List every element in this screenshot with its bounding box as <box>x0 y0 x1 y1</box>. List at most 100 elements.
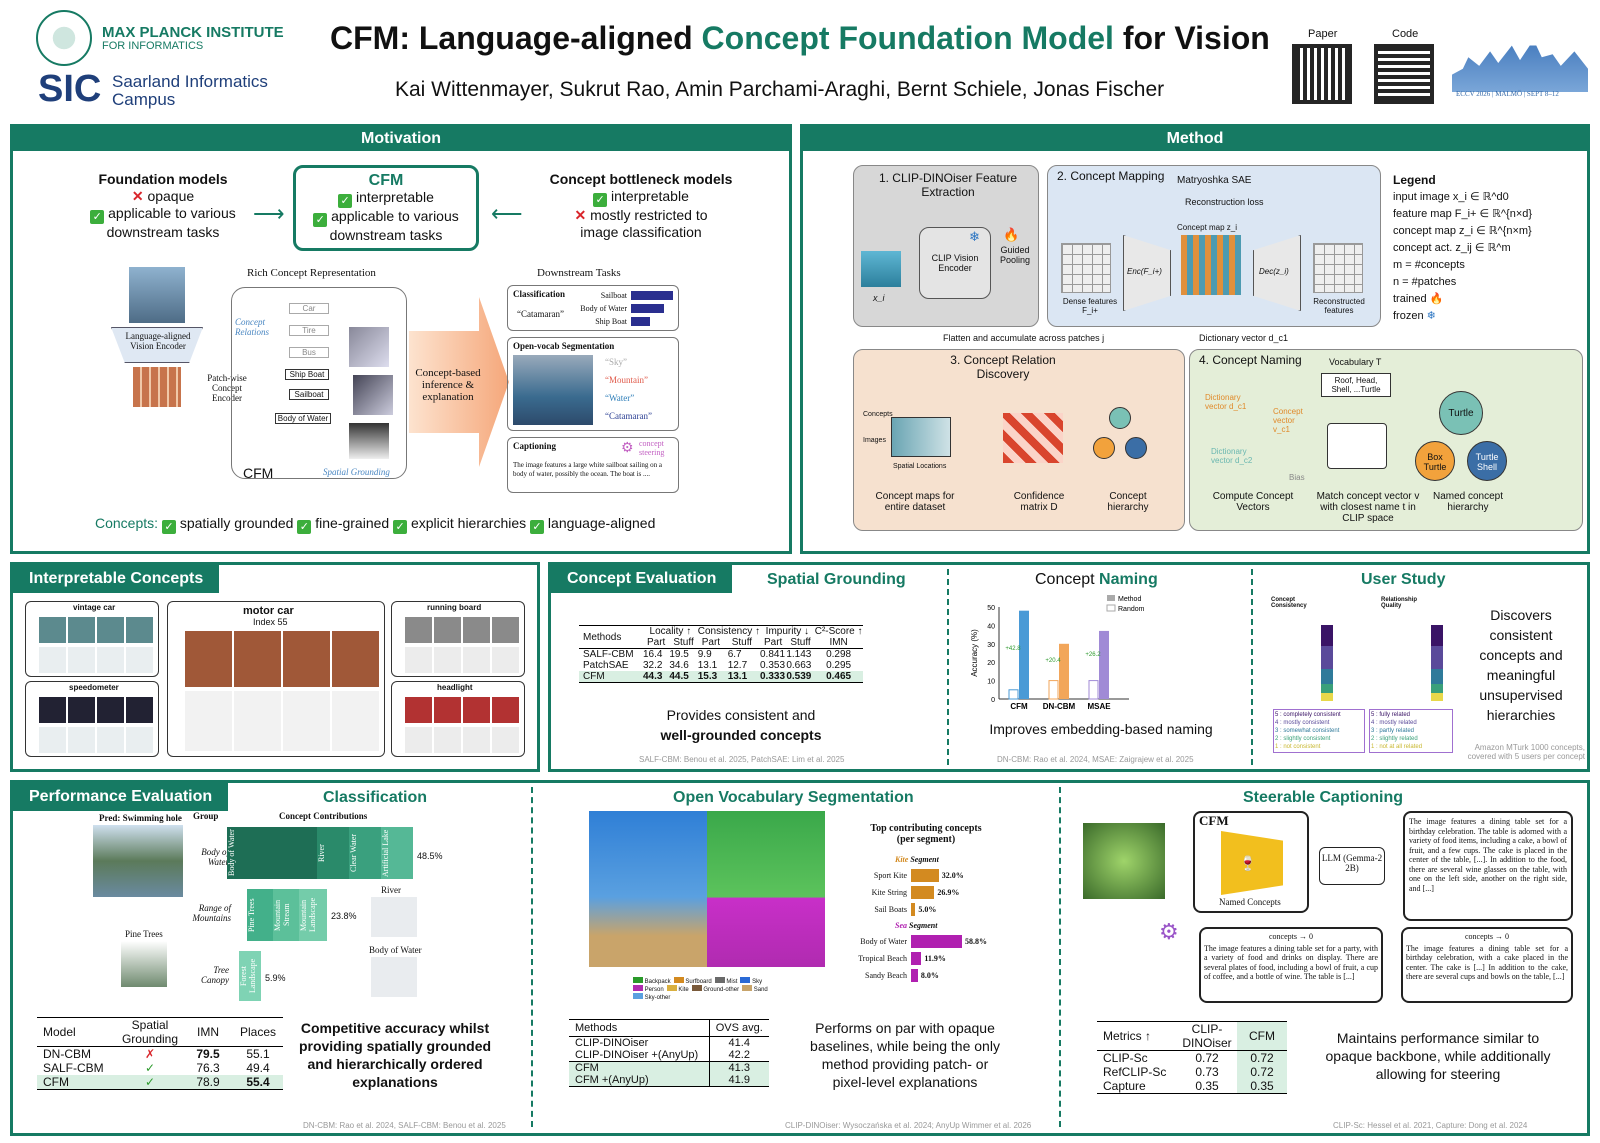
stack-segment <box>1431 669 1443 685</box>
cell: 0.295 <box>826 660 852 671</box>
river-label: River <box>381 885 401 895</box>
cell: 42.2 <box>728 1049 750 1061</box>
code-qr-icon[interactable] <box>1374 44 1434 104</box>
vc-acts <box>39 647 155 673</box>
leg: 4 : mostly related <box>1371 720 1417 726</box>
cfm-applicable: ✓ applicable to various <box>296 208 476 227</box>
sg-head-row: Methods Locality ↑ Consistency ↑ Impurit… <box>579 626 863 643</box>
cbm-block: Concept bottleneck models ✓ interpretabl… <box>531 171 751 241</box>
th-imp: Impurity ↓ <box>765 626 810 637</box>
mc-card <box>167 601 385 757</box>
steer-gear-icon[interactable]: ⚙ <box>621 439 634 455</box>
leg: 5 : fully related <box>1371 712 1411 718</box>
y-tick-label: 0 <box>991 697 995 704</box>
cell: 0.353 <box>759 660 786 671</box>
seg-fl: Forest Landscape <box>239 951 261 1001</box>
cell: 78.9 <box>196 1075 220 1089</box>
cell: 79.5 <box>196 1047 220 1061</box>
rich-box <box>231 287 407 479</box>
cell: 0.333 <box>759 671 786 682</box>
rich-label: Rich Concept Representation <box>247 267 376 279</box>
method-bar <box>1019 610 1029 699</box>
mc-title: motor car <box>243 605 294 617</box>
bar-label: Sail Boats <box>874 905 907 914</box>
mc-acts <box>185 691 381 751</box>
rb-title: running board <box>427 603 482 612</box>
x-tick-label: DN-CBM <box>1043 702 1076 711</box>
us-text: Discovers consistent concepts and meanin… <box>1479 607 1563 723</box>
bar-value: 8.0% <box>920 971 939 980</box>
seg-legend-item: Person <box>633 985 664 993</box>
th: Methods <box>569 1019 710 1037</box>
stage3-title: 3. Concept Relation Discovery <box>950 353 1056 381</box>
p1-label: 48.5% <box>417 851 443 861</box>
cell: RefCLIP-Sc <box>1103 1065 1167 1079</box>
inference-label: Concept-based inference & explanation <box>415 367 481 403</box>
th2-part: Part <box>763 637 783 648</box>
dv1-label: Dictionary vector d_c1 <box>1205 393 1247 411</box>
dense-grid <box>1061 243 1111 293</box>
mpi-name: MAX PLANCK INSTITUTE <box>102 24 284 41</box>
interp-panel: Interpretable Concepts vintage car speed… <box>10 562 540 772</box>
y-tick-label: 10 <box>987 679 995 686</box>
th2-part: Part <box>647 637 666 648</box>
sp-acts <box>39 727 155 753</box>
cell: 44.3 <box>643 671 663 682</box>
th: CLIP-DINOiser <box>1182 1022 1232 1050</box>
steer-label: concept steering <box>639 439 665 457</box>
cell: Capture <box>1103 1079 1146 1093</box>
cell: 32.2 <box>643 660 663 671</box>
leg: 2 : slightly consistent <box>1275 736 1331 742</box>
bar-row: Ship Boat <box>569 315 650 328</box>
llm-box: LLM (Gemma-2 2B) <box>1319 847 1385 885</box>
eccv-logo <box>1452 39 1588 92</box>
cbm-title: Concept bottleneck models <box>549 171 733 187</box>
concepts-axis: Concepts <box>863 411 893 418</box>
bar-label: Sport Kite <box>873 871 907 880</box>
sg-table: Methods Locality ↑ Consistency ↑ Impurit… <box>579 625 863 683</box>
th2-part: Part <box>701 637 721 648</box>
kite-image <box>589 811 707 967</box>
paper-qr-icon[interactable] <box>1292 44 1352 104</box>
dense-label: Dense features F_i+ <box>1062 297 1118 315</box>
perf-tab: Performance Evaluation <box>13 783 229 811</box>
mpi-logo <box>36 10 92 66</box>
th: OVS avg. <box>715 1022 763 1034</box>
stack-segment <box>1321 693 1333 701</box>
crop-image-3 <box>349 423 389 459</box>
cfm-block: CFM ✓ interpretable ✓ applicable to vari… <box>293 165 479 251</box>
th: CFM <box>1237 1021 1287 1051</box>
bar <box>911 886 935 899</box>
stage4-title: 4. Concept Naming <box>1199 353 1302 367</box>
cbm-restricted: ✕ mostly restricted to <box>574 207 708 223</box>
cell: CLIP-DINOiser +(AnyUp) <box>569 1049 710 1062</box>
c0-left: concepts → 0 <box>1269 932 1313 941</box>
enc-label: Enc(F_i+) <box>1127 267 1162 276</box>
eval-divider-2 <box>1251 569 1253 765</box>
th: Model <box>43 1025 76 1039</box>
p2-label: 23.8% <box>331 911 357 921</box>
us-bar-1 <box>1321 625 1333 701</box>
stack-segment <box>1321 646 1333 670</box>
seg-bow: Body of Water <box>227 827 317 879</box>
images-axis: Images <box>863 437 886 444</box>
legend-title: Legend <box>1393 173 1436 187</box>
legend-frozen: frozen ❄ <box>1393 310 1436 322</box>
bar-value: 58.8% <box>964 937 987 946</box>
cfm-tasks: downstream tasks <box>329 227 443 243</box>
table-row-cfm: CFM +(AnyUp)41.9 <box>569 1074 769 1087</box>
reconf-label: Reconstructed features <box>1313 297 1365 315</box>
th-methods: Methods <box>583 631 622 643</box>
gear-icon[interactable]: ⚙ <box>1159 919 1179 944</box>
encoder-label: Language-aligned Vision Encoder <box>125 331 191 351</box>
cap-box <box>507 437 679 493</box>
sic-logo: SIC <box>38 68 102 110</box>
